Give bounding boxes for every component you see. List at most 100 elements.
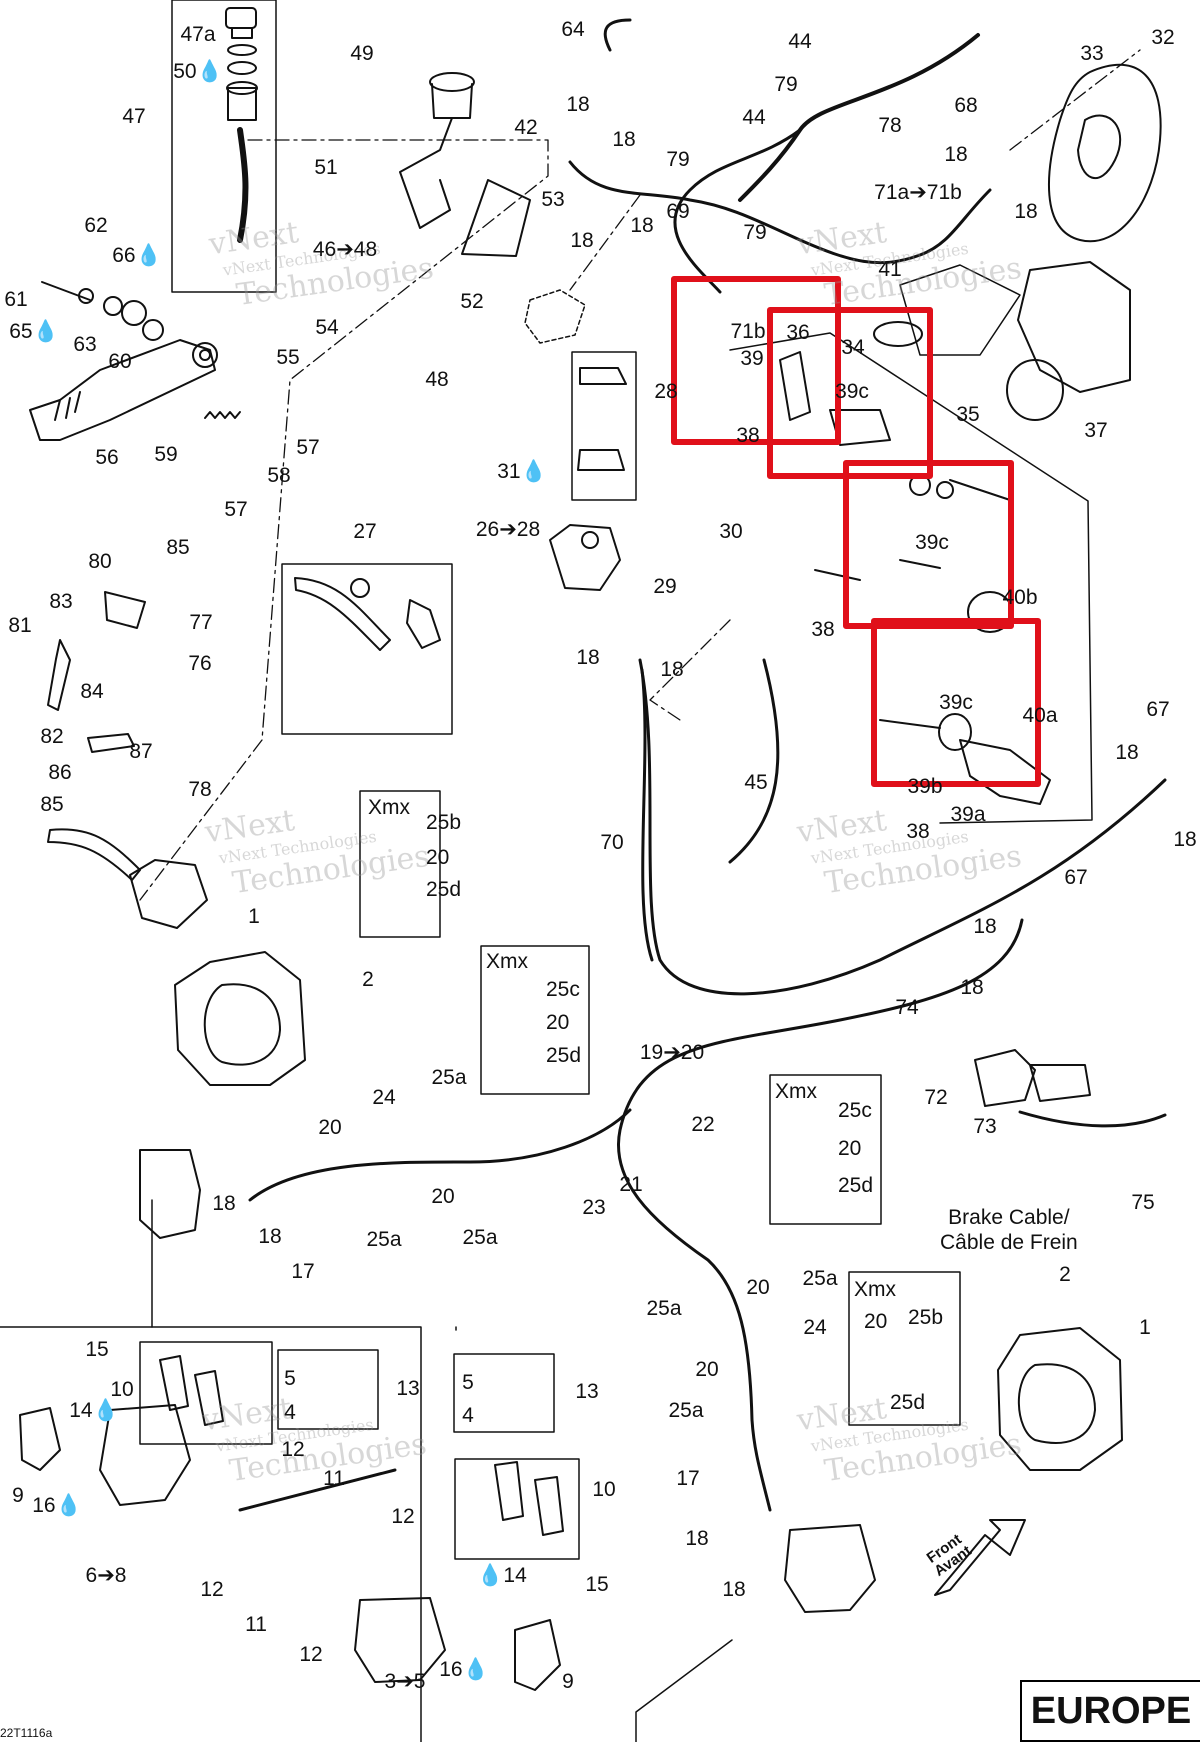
part-callout: 25a [646, 1297, 682, 1320]
part-callout: 85 [166, 536, 190, 559]
part-callout: 29 [653, 575, 677, 598]
part-callout: 54 [315, 316, 339, 339]
xmx-box-b-item: 25c [546, 978, 580, 1001]
part-callout: 13 [575, 1380, 599, 1403]
part-callout: 62 [84, 214, 108, 237]
part-callout: 18 [660, 658, 684, 681]
part-callout: 41 [878, 258, 902, 281]
part-callout: 77 [189, 611, 213, 634]
part-callout: 21 [619, 1173, 643, 1196]
xmx-box-c-item: 20 [838, 1137, 862, 1160]
part-callout: 66💧 [112, 244, 162, 267]
part-callout: 87 [129, 740, 153, 763]
part-callout: 15 [85, 1338, 109, 1361]
part-callout: 16💧 [439, 1658, 489, 1681]
part-callout: 79 [666, 148, 690, 171]
part-callout: 40a [1022, 704, 1058, 727]
part-callout: 18 [566, 93, 590, 116]
xmx-box-b-item: 25d [546, 1044, 582, 1067]
part-callout: 18 [212, 1192, 236, 1215]
xmx-box-d-item: 20 [864, 1310, 888, 1333]
part-callout: 40b [1002, 586, 1038, 609]
part-callout: 55 [276, 346, 300, 369]
part-callout: 20 [695, 1358, 719, 1381]
part-callout: 24 [372, 1086, 396, 1109]
part-callout: 69 [666, 200, 690, 223]
part-callout: 70 [600, 831, 624, 854]
part-callout: 65💧 [9, 320, 59, 343]
part-callout: 25a [802, 1267, 838, 1290]
part-callout: 17 [291, 1260, 315, 1283]
xmx-box-c-item: 25d [838, 1174, 874, 1197]
box-frames [0, 0, 1093, 1742]
xmx-box-c-item: 25c [838, 1099, 872, 1122]
part-callout: 1 [248, 905, 260, 928]
xmx-box-a-item: 20 [426, 846, 450, 869]
part-callout: 63 [73, 333, 97, 356]
highlight-box-2 [767, 307, 933, 479]
part-callout: 73 [973, 1115, 997, 1138]
part-callout: 34 [841, 336, 865, 359]
part-callout: 71a➔71b [874, 181, 962, 204]
part-callout: 18 [1014, 200, 1038, 223]
part-callout: 25a [462, 1226, 498, 1249]
part-callout: 12 [391, 1505, 415, 1528]
xmx-box-a-title: Xmx [368, 796, 410, 819]
region-badge: EUROPE [1020, 1680, 1200, 1742]
part-callout: 68 [954, 94, 978, 117]
part-callout: 71b [730, 320, 766, 343]
part-callout: 35 [956, 403, 980, 426]
part-callout: 1 [1139, 1316, 1151, 1339]
part-callout: 47a [180, 23, 216, 46]
part-callout: 4 [284, 1401, 296, 1424]
part-callout: 30 [719, 520, 743, 543]
part-callout: 74 [895, 996, 919, 1019]
part-callout: 22 [691, 1113, 715, 1136]
part-callout: 58 [267, 464, 291, 487]
part-callout: 18 [1115, 741, 1139, 764]
part-callout: 19➔20 [639, 1041, 705, 1064]
part-callout: 9 [562, 1670, 574, 1693]
xmx-box-d-title: Xmx [854, 1278, 896, 1301]
diagram-code: 22T1116a [0, 1726, 53, 1740]
part-callout: 47 [122, 105, 146, 128]
part-callout: 39c [915, 531, 949, 554]
part-callout: 18 [685, 1527, 709, 1550]
part-callout: 24 [803, 1316, 827, 1339]
part-callout: 53 [541, 188, 565, 211]
part-callout: 18 [576, 646, 600, 669]
highlight-boxes [671, 276, 1041, 787]
part-callout: 31💧 [497, 460, 547, 483]
part-callout: 11 [323, 1467, 345, 1490]
part-callout: 48 [425, 368, 449, 391]
part-callout: 67 [1064, 866, 1088, 889]
part-callout: 💧14 [477, 1564, 527, 1587]
part-callout: 12 [281, 1438, 305, 1461]
brake-cable-label-fr: Câble de Frein [940, 1231, 1078, 1254]
part-callout: 84 [80, 680, 104, 703]
part-callout: 83 [49, 590, 73, 613]
part-callout: 18 [1173, 828, 1197, 851]
part-callout: 36 [786, 321, 810, 344]
part-callout: 57 [224, 498, 248, 521]
part-callout: 38 [736, 424, 760, 447]
part-callout: 57 [296, 436, 320, 459]
part-callout: 18 [612, 128, 636, 151]
part-callout: 85 [40, 793, 64, 816]
part-callout: 3➔5 [384, 1670, 426, 1693]
highlight-box-3 [843, 460, 1014, 629]
part-callout: 72 [924, 1086, 948, 1109]
part-callout: 25a [431, 1066, 467, 1089]
part-callout: 64 [561, 18, 585, 41]
hoses [238, 18, 1167, 1512]
part-callout: 25a [668, 1399, 704, 1422]
part-callout: 9 [12, 1484, 24, 1507]
part-callout: 18 [973, 915, 997, 938]
part-callout: 42 [514, 116, 538, 139]
part-callout: 25a [366, 1228, 402, 1251]
part-callout: 27 [353, 520, 377, 543]
part-callout: 67 [1146, 698, 1170, 721]
xmx-box-b-title: Xmx [486, 950, 528, 973]
part-callout: 6➔8 [85, 1564, 127, 1587]
part-callout: 26➔28 [475, 518, 541, 541]
